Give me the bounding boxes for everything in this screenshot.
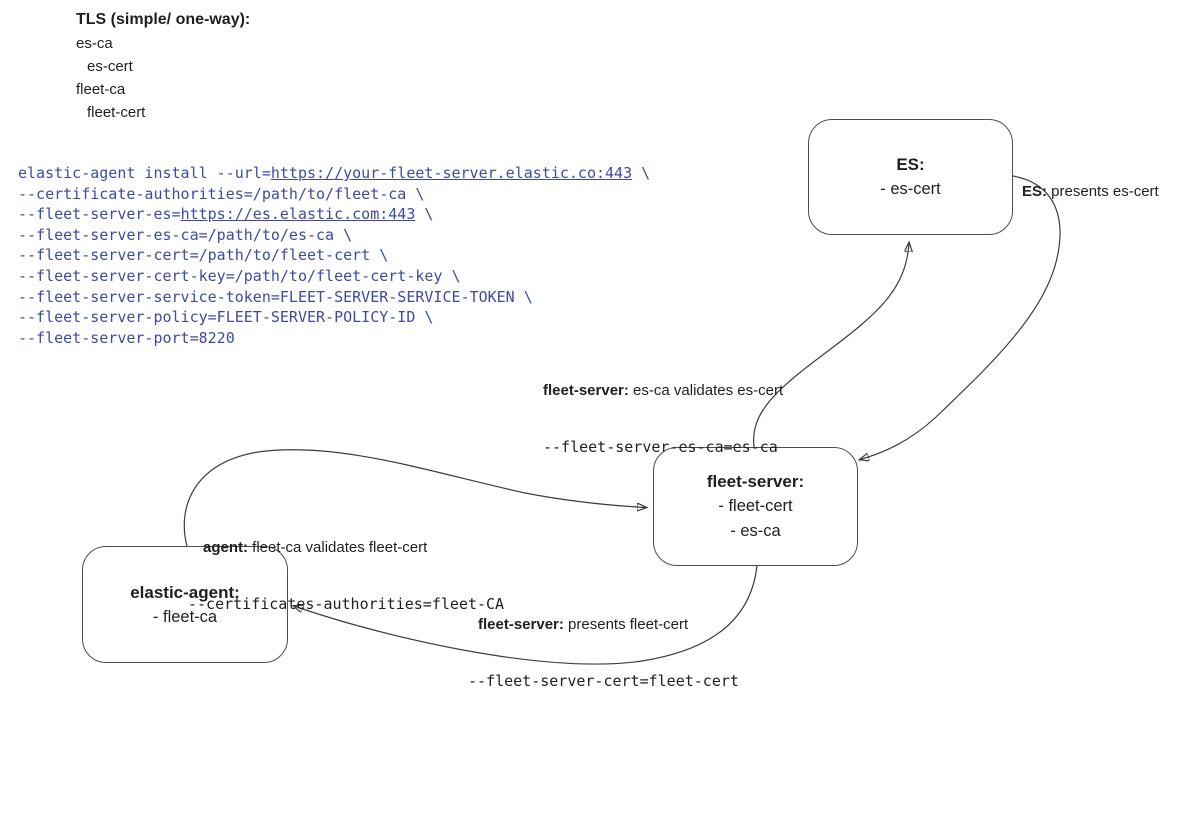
label-fleet-validates: fleet-server: es-ca validates es-cert --…	[543, 345, 783, 493]
node-es-item: - es-cert	[880, 180, 941, 198]
command-text: --certificate-authorities=/path/to/fleet…	[18, 184, 425, 203]
label-text: es-ca validates es-cert	[628, 382, 784, 399]
install-command-line: --fleet-server-es-ca=/path/to/es-ca \	[18, 225, 650, 246]
edge-es-presents-arrow	[860, 175, 1061, 460]
command-text: --fleet-server-port=8220	[18, 328, 235, 347]
tls-legend-item: fleet-ca	[76, 81, 126, 98]
label-text: presents fleet-cert	[563, 616, 689, 633]
edge-fleet-presents-arrow	[294, 565, 758, 665]
tls-legend-item: es-ca	[76, 35, 113, 52]
node-fleet-server: fleet-server: - fleet-cert - es-ca	[653, 447, 858, 566]
label-bold-prefix: fleet-server:	[478, 616, 564, 633]
command-text: elastic-agent install --url=	[18, 164, 271, 182]
label-fleet-presents: fleet-server: presents fleet-cert --flee…	[468, 579, 739, 727]
tls-legend-item: es-cert	[87, 58, 133, 75]
command-text: --fleet-server-es=	[18, 205, 181, 224]
label-code: --fleet-server-es-ca=es-ca	[543, 437, 778, 456]
install-command-line: --fleet-server-policy=FLEET-SERVER-POLIC…	[18, 307, 650, 328]
node-fleet-server-item: - es-ca	[730, 522, 781, 540]
tls-legend-title: TLS (simple/ one-way):	[76, 11, 251, 28]
label-text: fleet-ca validates fleet-cert	[248, 539, 428, 556]
command-text: --fleet-server-service-token=FLEET-SERVE…	[18, 287, 533, 306]
command-text: --fleet-server-es-ca=/path/to/es-ca \	[18, 225, 353, 244]
command-text: --fleet-server-cert-key=/path/to/fleet-c…	[18, 266, 461, 285]
edge-agent-validates-arrow	[183, 449, 646, 547]
command-text: --fleet-server-cert=/path/to/fleet-cert …	[18, 246, 389, 265]
command-text: --fleet-server-policy=FLEET-SERVER-POLIC…	[18, 308, 434, 327]
label-bold-prefix: agent:	[203, 539, 248, 556]
label-es-presents: ES: presents es-cert	[1022, 146, 1159, 239]
command-text: \	[415, 205, 434, 224]
install-command-line: --fleet-server-cert-key=/path/to/fleet-c…	[18, 266, 650, 287]
install-command-line: elastic-agent install --url=https://your…	[18, 163, 650, 184]
install-command-line: --fleet-server-es=https://es.elastic.com…	[18, 204, 650, 225]
edge-fleet-validates-arrow	[753, 243, 909, 448]
node-elastic-agent-title: elastic-agent:	[130, 582, 240, 602]
install-command-line: --fleet-server-port=8220	[18, 328, 650, 349]
install-command-line: --fleet-server-service-token=FLEET-SERVE…	[18, 287, 650, 308]
node-es-title: ES:	[896, 155, 925, 174]
label-agent-validates: agent: fleet-ca validates fleet-cert --c…	[188, 502, 504, 650]
command-text: \	[632, 164, 651, 182]
label-bold-prefix: ES:	[1022, 183, 1048, 200]
install-command-line: --certificate-authorities=/path/to/fleet…	[18, 184, 650, 205]
node-es: ES: - es-cert	[808, 119, 1013, 235]
label-bold-prefix: fleet-server:	[543, 382, 629, 399]
node-elastic-agent: elastic-agent: - fleet-ca	[82, 546, 288, 663]
command-url-link[interactable]: https://es.elastic.com:443	[180, 205, 416, 224]
node-fleet-server-item: - fleet-cert	[718, 497, 793, 515]
install-command-code: elastic-agent install --url=https://your…	[18, 163, 650, 348]
label-code: --certificates-authorities=fleet-CA	[188, 594, 505, 613]
label-text: presents es-cert	[1047, 183, 1159, 200]
node-elastic-agent-item: - fleet-ca	[152, 607, 218, 626]
install-command-line: --fleet-server-cert=/path/to/fleet-cert …	[18, 245, 650, 266]
command-url-link[interactable]: https://your-fleet-server.elastic.co:443	[270, 164, 633, 182]
label-code: --fleet-server-cert=fleet-cert	[468, 671, 739, 690]
tls-legend-item: fleet-cert	[87, 104, 146, 121]
node-fleet-server-title: fleet-server:	[706, 472, 805, 491]
tls-legend: TLS (simple/ one-way): es-ca es-cert fle…	[76, 8, 250, 124]
